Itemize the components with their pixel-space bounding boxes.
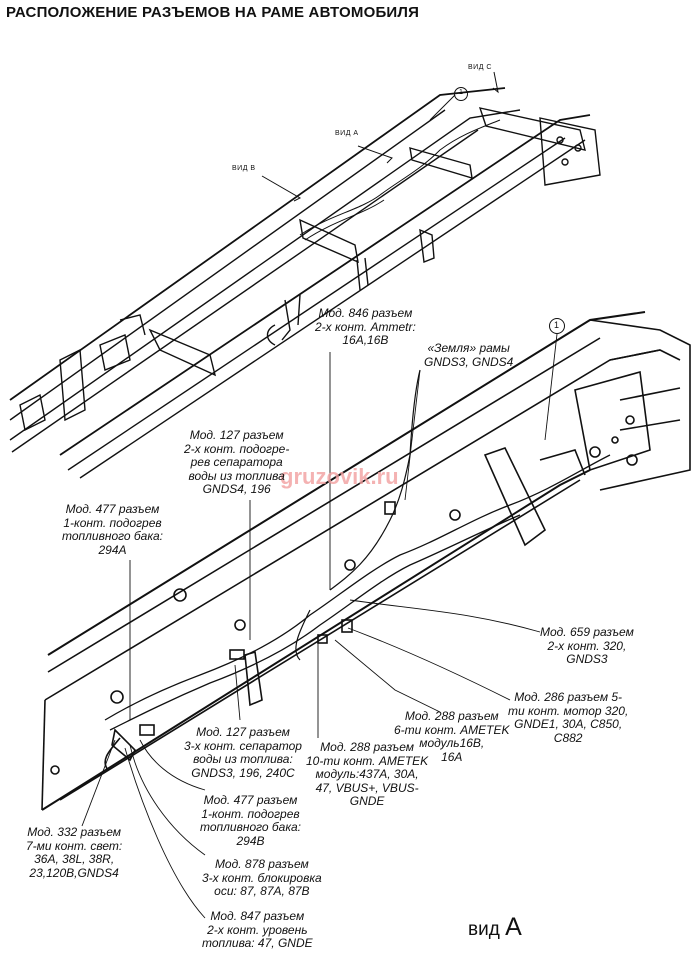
upper-frame [9,71,601,479]
page-title: РАСПОЛОЖЕНИЕ РАЗЪЕМОВ НА РАМЕ АВТОМОБИЛЯ [6,4,420,21]
marker-upper: 1 [459,89,464,96]
watermark: gruzovik.ru [280,464,399,489]
lower-frame [41,311,691,811]
view-c-label: ВИД С [468,64,492,71]
view-a-label: ВИД А [335,130,359,137]
label-mod286: Мод. 286 разъем 5-ти конт. мотор 320,GND… [508,690,629,745]
view-b-label: ВИД В [232,165,256,172]
view-a-caption: вид A [468,913,522,941]
leader-lines [81,333,558,919]
marker-lower: 1 [554,320,560,330]
